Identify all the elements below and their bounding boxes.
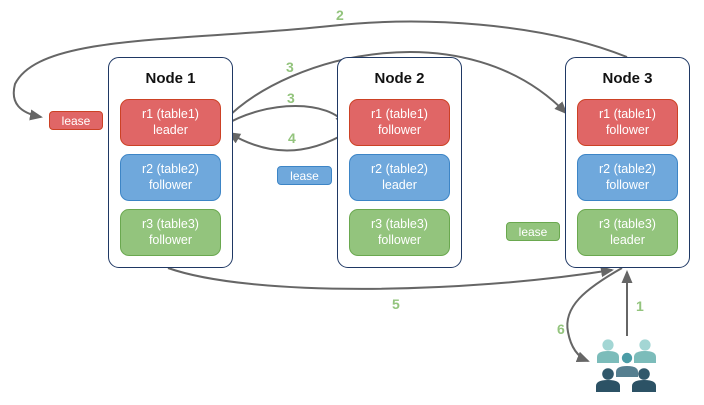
replica-role: follower	[377, 122, 422, 137]
arrow-step6-node3-to-users	[566, 267, 623, 363]
lease-tag-r3: lease	[506, 222, 560, 241]
node2-replica-r3: r3 (table3) follower	[349, 209, 450, 256]
node3-replica-r1: r1 (table1) follower	[577, 99, 678, 146]
node-3-title: Node 3	[602, 70, 653, 87]
node-3-box: Node 3 r1 (table1) follower r2 (table2) …	[565, 57, 690, 268]
node1-replica-r1: r1 (table1) leader	[120, 99, 221, 146]
replica-name: r2 (table2)	[599, 162, 656, 176]
arrow-step3-node1-to-node2	[222, 105, 348, 127]
replica-name: r3 (table3)	[142, 217, 199, 231]
lease-tag-r2: lease	[277, 166, 332, 185]
step-label-3-short: 3	[287, 90, 295, 106]
users-group-icon	[596, 339, 656, 392]
node-2-title: Node 2	[374, 70, 425, 87]
node3-replica-r2: r2 (table2) follower	[577, 154, 678, 201]
node1-replica-r3: r3 (table3) follower	[120, 209, 221, 256]
replica-role: leader	[610, 232, 645, 247]
step-label-6: 6	[557, 321, 565, 337]
replica-role: follower	[605, 177, 650, 192]
node-2-box: Node 2 r1 (table1) follower r2 (table2) …	[337, 57, 462, 268]
arrow-step5-node1-to-node3	[167, 266, 614, 290]
replica-name: r2 (table2)	[371, 162, 428, 176]
node2-replica-r1: r1 (table1) follower	[349, 99, 450, 146]
step-label-2: 2	[336, 7, 344, 23]
arrow-step2-node3-to-lease1	[12, 20, 628, 121]
node-1-title: Node 1	[145, 70, 196, 87]
lease-tag-r1: lease	[49, 111, 103, 130]
replica-role: follower	[377, 232, 422, 247]
replica-name: r1 (table1)	[371, 107, 428, 121]
step-label-3-long: 3	[286, 59, 294, 75]
replica-role: follower	[605, 122, 650, 137]
step-label-5: 5	[392, 296, 400, 312]
replica-name: r3 (table3)	[371, 217, 428, 231]
step-label-1: 1	[636, 298, 644, 314]
replica-name: r3 (table3)	[599, 217, 656, 231]
replica-name: r2 (table2)	[142, 162, 199, 176]
node-1-box: Node 1 r1 (table1) leader r2 (table2) fo…	[108, 57, 233, 268]
node3-replica-r3: r3 (table3) leader	[577, 209, 678, 256]
replica-role: leader	[382, 177, 417, 192]
step-label-4: 4	[288, 130, 296, 146]
replica-role: leader	[153, 122, 188, 137]
node1-replica-r2: r2 (table2) follower	[120, 154, 221, 201]
node2-replica-r2: r2 (table2) leader	[349, 154, 450, 201]
replica-name: r1 (table1)	[142, 107, 199, 121]
replica-role: follower	[148, 232, 193, 247]
replica-name: r1 (table1)	[599, 107, 656, 121]
replica-role: follower	[148, 177, 193, 192]
